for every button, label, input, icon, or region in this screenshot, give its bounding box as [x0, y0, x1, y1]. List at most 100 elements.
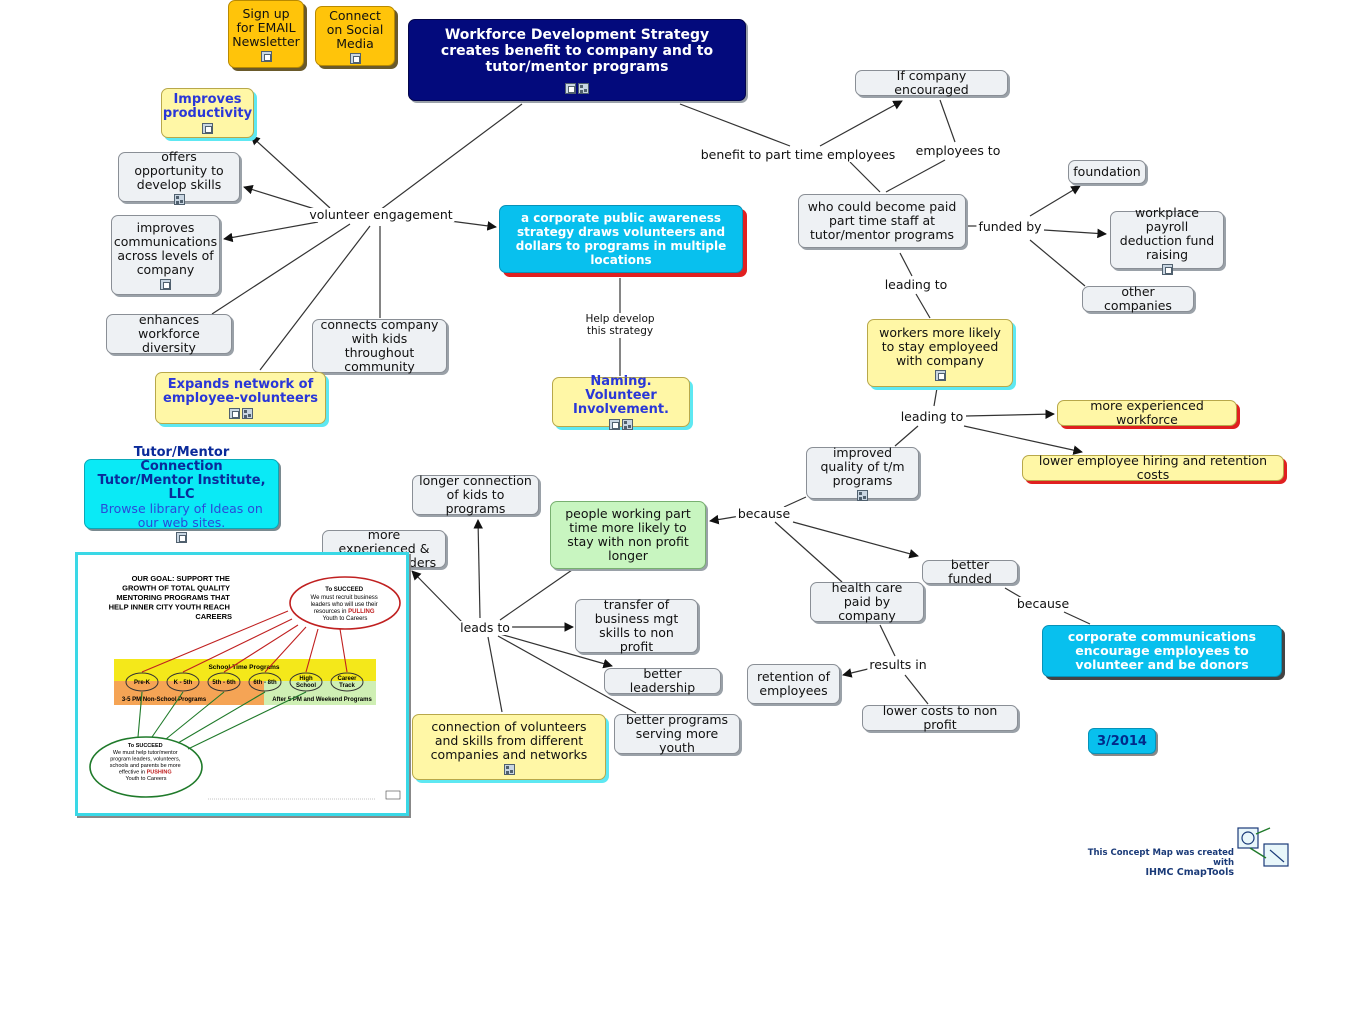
expands-network-node[interactable]: Expands network of employee-volunteers	[155, 372, 326, 424]
cmaptools-logo-icon	[1237, 827, 1289, 867]
strategy-image[interactable]: OUR GOAL: SUPPORT THE GROWTH OF TOTAL QU…	[75, 552, 409, 816]
svg-text:Career: Career	[337, 676, 357, 682]
link-because-1: because	[735, 506, 793, 521]
document-icon[interactable]	[176, 531, 187, 543]
concept-map-icon[interactable]	[173, 193, 185, 205]
workers-stay-node[interactable]: workers more likely to stay employeed wi…	[867, 319, 1013, 387]
svg-text:5th - 6th: 5th - 6th	[212, 680, 236, 686]
transfer-skills-label: transfer of business mgt skills to non p…	[594, 597, 679, 654]
longer-connection-node[interactable]: longer connection of kids to programs	[412, 473, 539, 516]
link-because-2: because	[1014, 596, 1072, 611]
link-leading-to-2: leading to	[898, 409, 966, 424]
improves-communications-node[interactable]: improves communications across levels of…	[111, 215, 220, 295]
transfer-skills-node[interactable]: transfer of business mgt skills to non p…	[575, 597, 698, 654]
document-icon[interactable]	[260, 50, 272, 62]
email-newsletter-label: Sign up for EMAIL Newsletter	[232, 5, 300, 49]
concept-map-icon[interactable]	[503, 763, 515, 775]
longer-connection-label: longer connection of kids to programs	[419, 473, 532, 516]
retention-node[interactable]: retention of employees	[747, 664, 840, 704]
more-experienced-workforce-label: more experienced workforce	[1090, 398, 1204, 427]
document-icon[interactable]	[609, 418, 620, 430]
connects-company-node[interactable]: connects company with kids throughout co…	[312, 318, 447, 374]
better-funded-label: better funded	[948, 557, 992, 586]
tmc-institute-subtitle: Browse library of Ideas on our web sites…	[100, 500, 263, 530]
svg-text:High: High	[299, 676, 313, 682]
link-results-in: results in	[867, 657, 929, 672]
document-icon[interactable]	[934, 369, 946, 381]
people-part-time-node[interactable]: people working part time more likely to …	[550, 501, 706, 569]
document-icon[interactable]	[1161, 263, 1173, 275]
svg-text:3-5 PM Non-School Programs: 3-5 PM Non-School Programs	[122, 697, 207, 703]
document-icon[interactable]	[349, 52, 361, 64]
if-company-encouraged-node[interactable]: If company encouraged	[855, 68, 1008, 97]
improves-productivity-node[interactable]: Improves productivity	[161, 88, 254, 138]
more-experienced-workforce-node[interactable]: more experienced workforce	[1057, 398, 1237, 427]
link-funded-by: funded by	[976, 219, 1044, 234]
document-icon[interactable]	[565, 82, 576, 94]
retention-label: retention of employees	[756, 669, 831, 698]
social-media-label: Connect on Social Media	[326, 7, 384, 51]
concept-map-icon[interactable]	[241, 407, 253, 419]
develop-skills-node[interactable]: offers opportunity to develop skills	[118, 148, 240, 205]
payroll-deduction-node[interactable]: workplace payroll deduction fund raising	[1110, 205, 1224, 275]
tmc-institute-title: Tutor/Mentor Connection Tutor/Mentor Ins…	[97, 444, 266, 502]
svg-text:To SUCCEED We must recru: To SUCCEED We must recruit business lead…	[311, 587, 380, 622]
who-could-become-label: who could become paid part time staff at…	[807, 199, 957, 242]
workforce-diversity-node[interactable]: enhances workforce diversity	[106, 312, 232, 355]
title-node[interactable]: Workforce Development Strategy creates b…	[408, 19, 746, 101]
naming-volunteer-node[interactable]: Naming. Volunteer Involvement.	[552, 373, 690, 430]
payroll-deduction-label: workplace payroll deduction fund raising	[1119, 204, 1215, 262]
improved-quality-label: improved quality of t/m programs	[820, 444, 905, 488]
better-programs-node[interactable]: better programs serving more youth	[614, 712, 740, 755]
svg-text:After 5 PM and Weekend Program: After 5 PM and Weekend Programs	[272, 697, 372, 703]
credit-line-2: IHMC CmapTools	[1145, 867, 1234, 878]
lower-hiring-costs-node[interactable]: lower employee hiring and retention cost…	[1022, 453, 1284, 482]
foundation-node[interactable]: foundation	[1068, 160, 1146, 184]
better-programs-label: better programs serving more youth	[625, 712, 729, 755]
health-care-node[interactable]: health care paid by company	[810, 580, 924, 623]
corporate-communications-node[interactable]: corporate communications encourage emplo…	[1042, 625, 1282, 677]
link-leading-to-1: leading to	[882, 277, 950, 292]
tmc-institute-node[interactable]: Tutor/Mentor Connection Tutor/Mentor Ins…	[84, 445, 279, 543]
concept-map-icon[interactable]	[857, 489, 868, 501]
link-employees-to: employees to	[913, 143, 1003, 158]
link-volunteer-engagement: volunteer engagement	[307, 207, 455, 222]
credit-line-1: This Concept Map was created with	[1087, 848, 1234, 868]
lower-hiring-costs-label: lower employee hiring and retention cost…	[1038, 453, 1268, 482]
lower-costs-nonprofit-node[interactable]: lower costs to non profit	[862, 704, 1018, 732]
improved-quality-node[interactable]: improved quality of t/m programs	[806, 444, 919, 501]
svg-text:6th - 8th: 6th - 8th	[253, 680, 277, 686]
link-leads-to: leads to	[458, 620, 512, 635]
public-awareness-label: a corporate public awareness strategy dr…	[515, 211, 727, 267]
if-company-encouraged-label: If company encouraged	[894, 68, 969, 97]
document-icon[interactable]	[202, 122, 213, 134]
other-companies-node[interactable]: other companies	[1082, 284, 1194, 313]
connection-volunteers-node[interactable]: connection of volunteers and skills from…	[412, 714, 606, 780]
who-could-become-node[interactable]: who could become paid part time staff at…	[798, 194, 966, 248]
improves-productivity-label: Improves productivity	[162, 91, 253, 121]
workers-stay-label: workers more likely to stay employeed wi…	[879, 324, 1001, 368]
email-newsletter-node[interactable]: Sign up for EMAIL Newsletter	[228, 0, 304, 68]
health-care-label: health care paid by company	[831, 580, 903, 623]
svg-text:OUR GOAL: SUPPORT THE GR: OUR GOAL: SUPPORT THE GROWTH OF TOTAL QU…	[109, 574, 232, 621]
expands-network-label: Expands network of employee-volunteers	[163, 376, 318, 406]
better-funded-node[interactable]: better funded	[922, 557, 1018, 586]
document-icon[interactable]	[160, 278, 171, 290]
other-companies-label: other companies	[1104, 284, 1172, 313]
svg-text:School: School	[296, 683, 316, 689]
concept-map-icon[interactable]	[622, 418, 633, 430]
link-help-develop: Help develop this strategy	[573, 313, 667, 337]
svg-text:Pre-K: Pre-K	[134, 680, 151, 686]
better-leadership-node[interactable]: better leadership	[604, 666, 721, 695]
concept-map-icon[interactable]	[578, 82, 589, 94]
foundation-label: foundation	[1073, 164, 1141, 179]
social-media-node[interactable]: Connect on Social Media	[315, 6, 395, 66]
develop-skills-label: offers opportunity to develop skills	[134, 148, 224, 192]
title-label: Workforce Development Strategy creates b…	[440, 26, 714, 75]
better-leadership-label: better leadership	[629, 666, 696, 695]
date-badge[interactable]: 3/2014	[1088, 728, 1156, 754]
document-icon[interactable]	[228, 407, 240, 419]
workforce-diversity-label: enhances workforce diversity	[138, 312, 200, 355]
naming-volunteer-label: Naming. Volunteer Involvement.	[572, 373, 669, 417]
public-awareness-node[interactable]: a corporate public awareness strategy dr…	[499, 205, 743, 273]
